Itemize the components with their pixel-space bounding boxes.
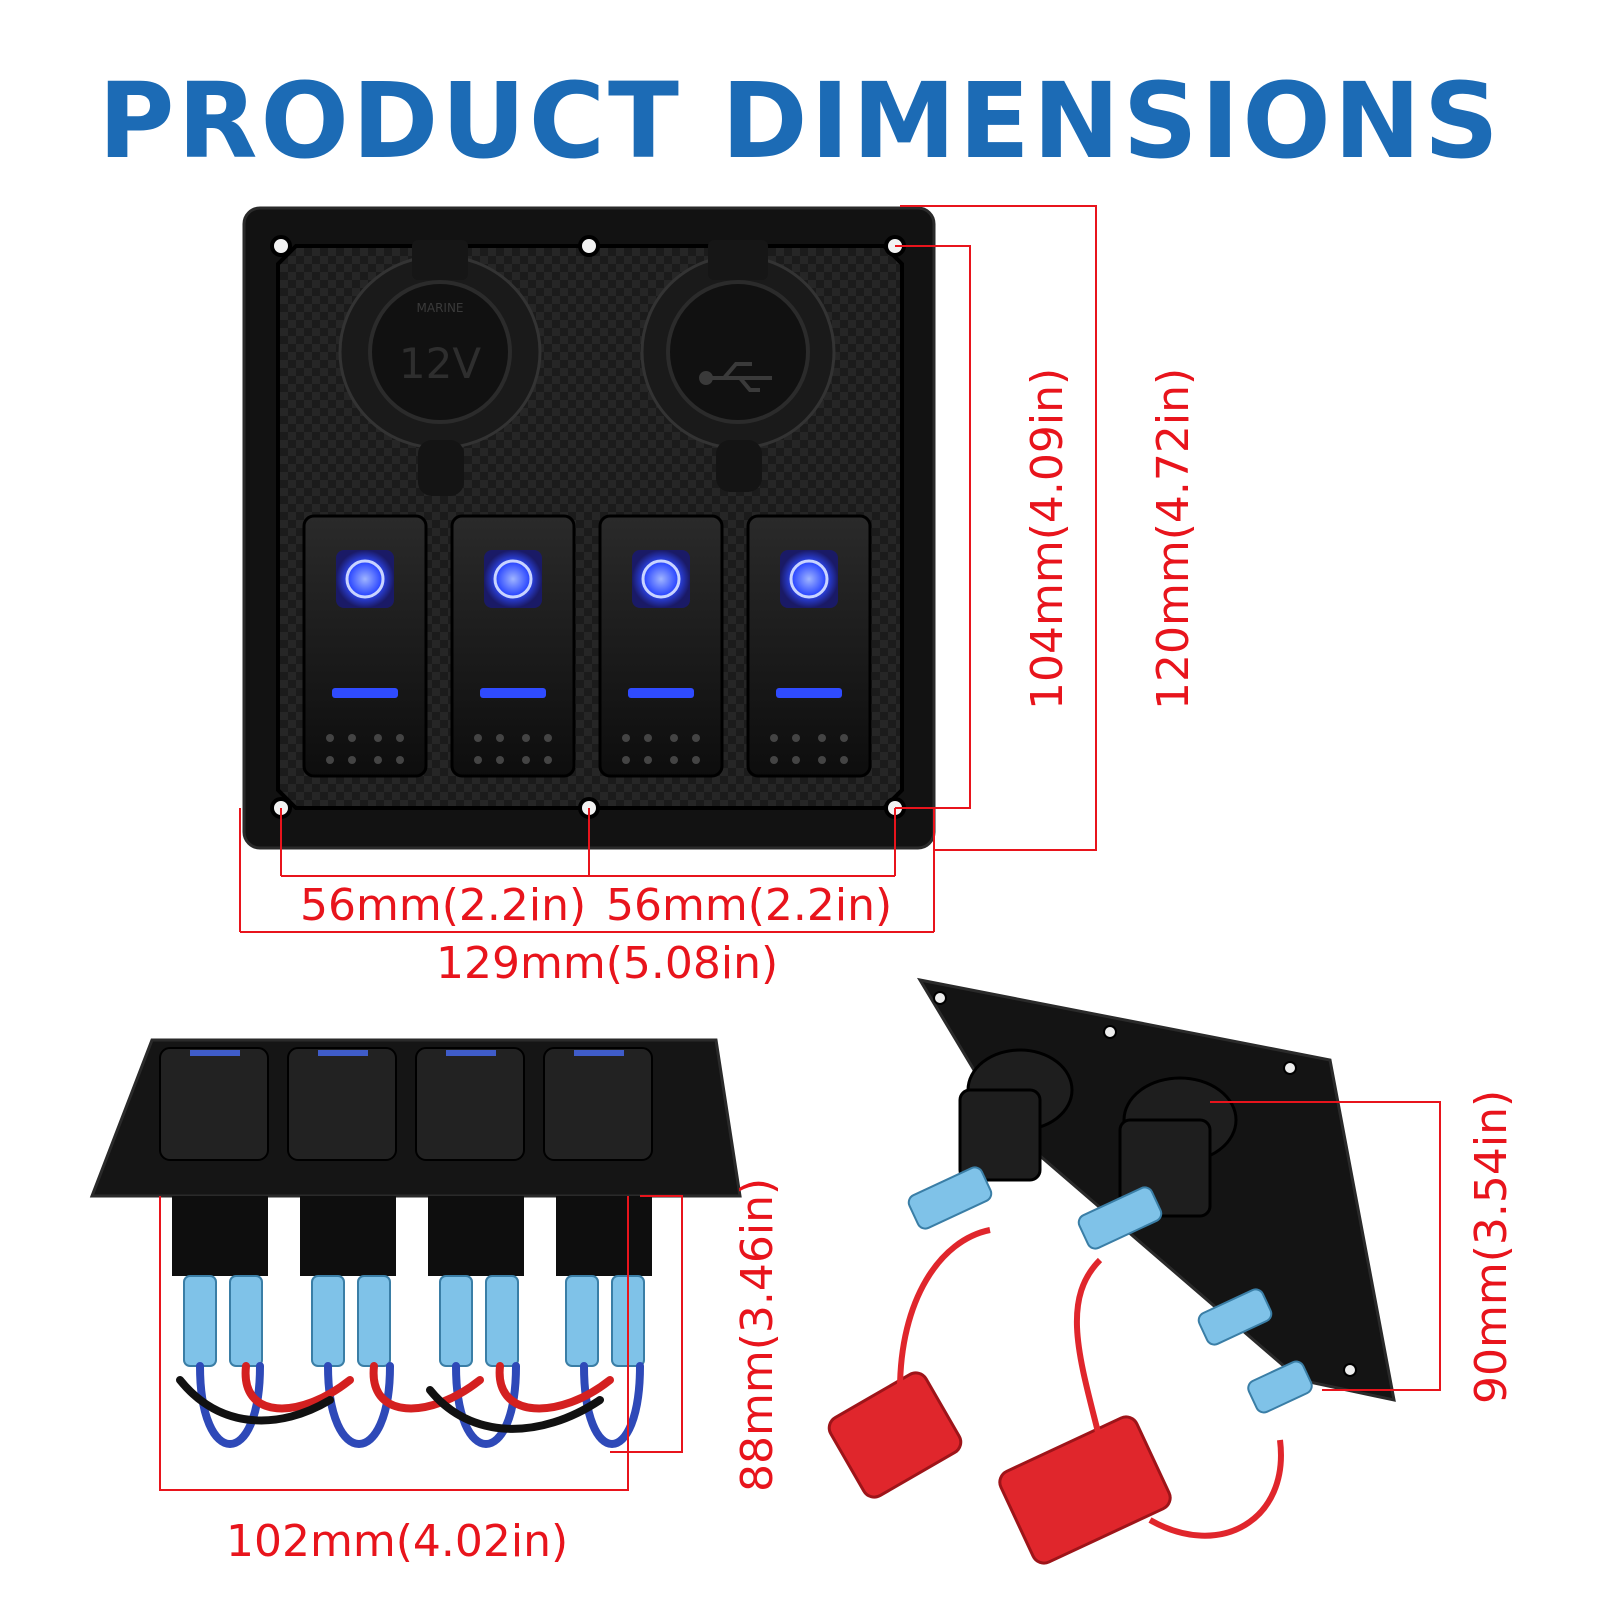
rear-dimension-lines (159, 1195, 683, 1491)
socket-usb (640, 240, 836, 492)
rocker-switch-1 (302, 514, 428, 778)
rocker-switch-4 (746, 514, 872, 778)
dimension-hole-spacing-right: 56mm(2.2in) (606, 880, 893, 931)
mounting-holes (270, 235, 906, 819)
dimension-rear-depth: 88mm(3.46in) (732, 1177, 783, 1492)
dimension-inner-height: 104mm(4.09in) (1022, 367, 1073, 710)
dimension-outer-width: 129mm(5.08in) (436, 938, 779, 989)
fuse-holders (827, 1371, 1172, 1565)
rear-view (89, 1038, 742, 1448)
usb-icon (699, 362, 772, 392)
dimension-outer-height: 120mm(4.72in) (1148, 367, 1199, 710)
socket-12v-label: 12V (399, 339, 481, 388)
rocker-switch-3 (598, 514, 724, 778)
dimension-hole-spacing-left: 56mm(2.2in) (300, 880, 587, 931)
dimension-rear-width: 102mm(4.02in) (226, 1516, 569, 1567)
socket-12v: 12V MARINE (338, 240, 542, 496)
svg-text:MARINE: MARINE (417, 301, 464, 315)
dimension-side-depth: 90mm(3.54in) (1466, 1089, 1517, 1404)
page-title: PRODUCT DIMENSIONS (98, 60, 1502, 182)
side-view (827, 977, 1396, 1565)
rocker-switches (302, 514, 872, 778)
side-dimension-lines (1210, 1101, 1441, 1391)
front-panel: 12V MARINE (242, 206, 936, 850)
front-dimension-lines (239, 205, 1097, 933)
rocker-switch-2 (450, 514, 576, 778)
